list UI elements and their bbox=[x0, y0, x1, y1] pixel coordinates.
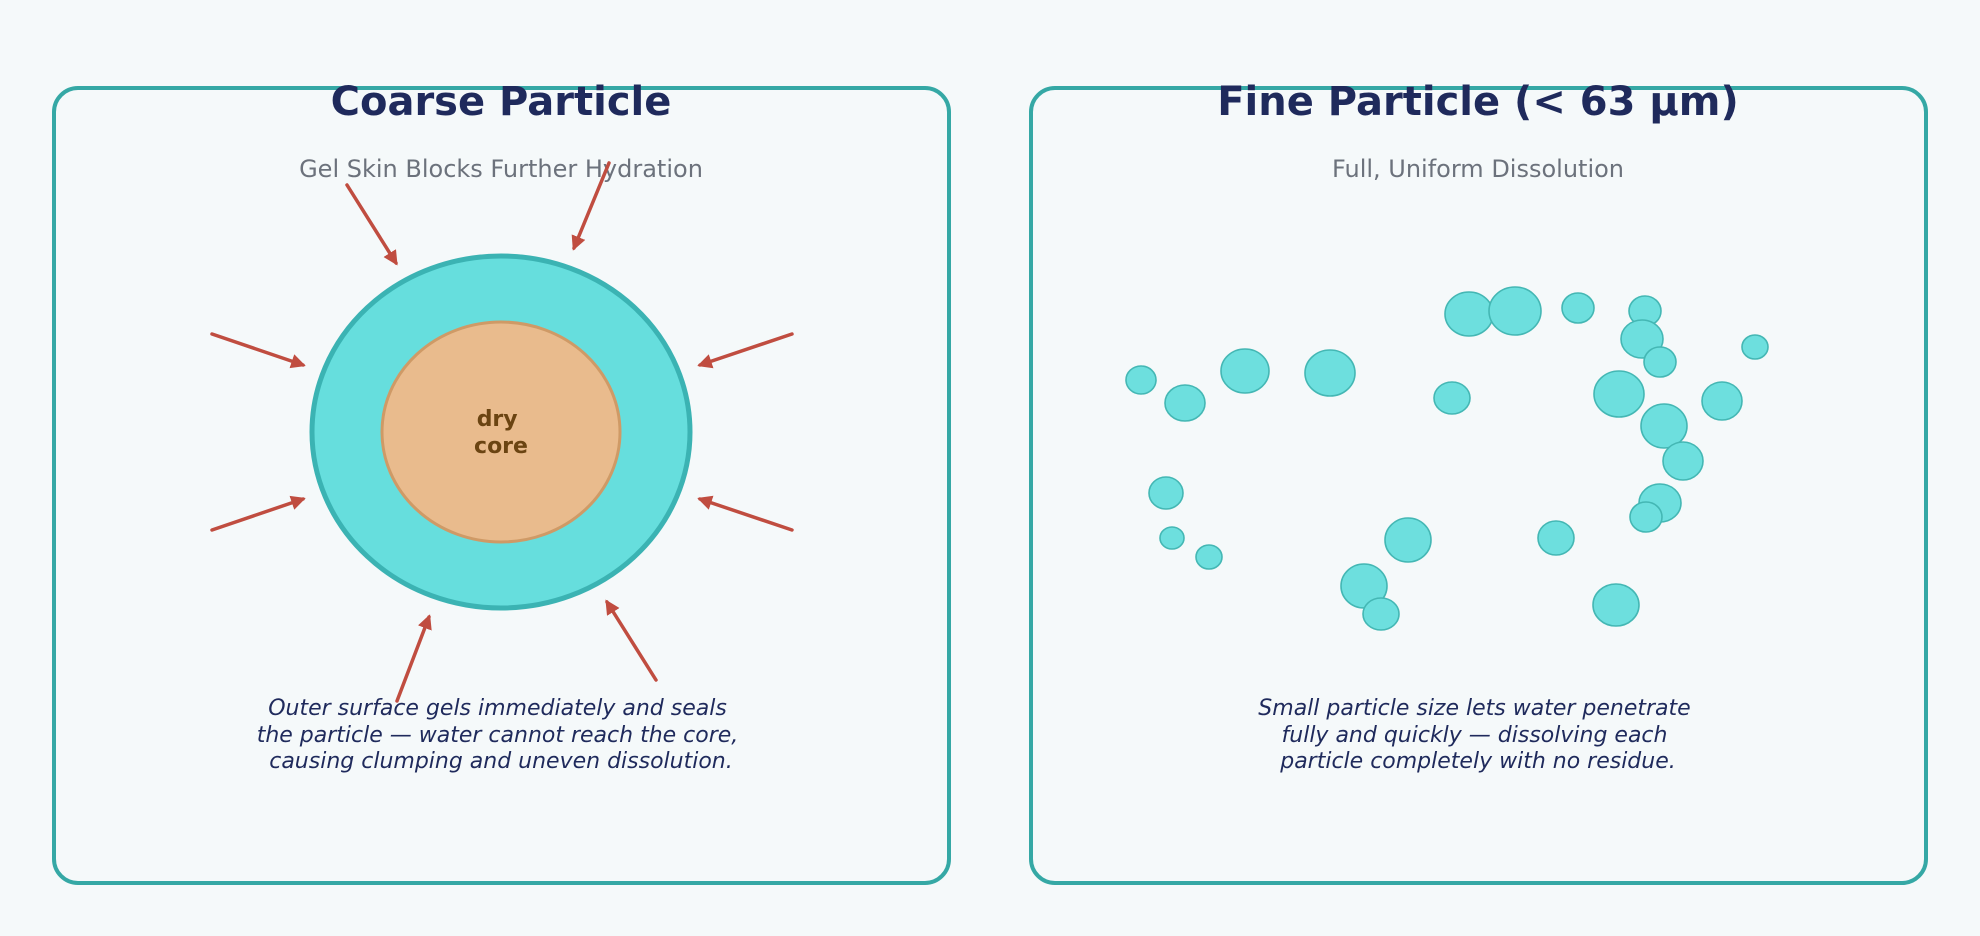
coarse-panel-title: Coarse Particle bbox=[331, 79, 672, 125]
coarse-panel-caption: Outer surface gels immediately and seals… bbox=[257, 696, 746, 774]
fine-particle bbox=[1537, 520, 1575, 556]
fine-particle bbox=[1195, 544, 1223, 570]
fine-particle bbox=[1384, 517, 1432, 563]
coarse-particle-panel: Coarse Particle Gel Skin Blocks Further … bbox=[52, 79, 951, 885]
fine-panel-caption: Small particle size lets water penetrate… bbox=[1258, 696, 1697, 774]
fine-particle bbox=[1592, 583, 1640, 627]
fine-panel-subtitle: Full, Uniform Dissolution bbox=[1332, 155, 1624, 183]
fine-panel-title: Fine Particle (< 63 µm) bbox=[1217, 79, 1739, 125]
fine-particle bbox=[1304, 349, 1356, 397]
fine-particle bbox=[1640, 403, 1688, 449]
water-arrow-top-left bbox=[345, 183, 398, 266]
fine-particle bbox=[1741, 334, 1769, 360]
water-arrow-lower-left bbox=[210, 495, 306, 532]
coarse-caption-line-1: Outer surface gels immediately and seals bbox=[268, 696, 727, 721]
fine-particle-cluster bbox=[1125, 286, 1769, 631]
water-arrow-lower-right bbox=[697, 495, 794, 532]
coarse-caption-line-3: causing clumping and uneven dissolution. bbox=[269, 749, 733, 774]
water-arrow-upper-right bbox=[697, 332, 794, 369]
water-arrow-bottom-right bbox=[605, 599, 658, 682]
fine-particle bbox=[1561, 292, 1595, 324]
fine-particle bbox=[1159, 526, 1185, 550]
water-arrow-bottom-left bbox=[395, 614, 432, 703]
dry-core bbox=[380, 320, 622, 544]
fine-particle bbox=[1488, 286, 1542, 336]
fine-particle bbox=[1125, 365, 1157, 395]
fine-caption-line-3: particle completely with no residue. bbox=[1279, 749, 1676, 774]
fine-particle bbox=[1444, 291, 1494, 337]
core-label-line-2: core bbox=[474, 434, 528, 459]
fine-particle bbox=[1220, 348, 1270, 394]
core-label-line-1: dry bbox=[477, 407, 518, 432]
fine-particle bbox=[1362, 597, 1400, 631]
fine-particle bbox=[1148, 476, 1184, 510]
fine-particle bbox=[1629, 501, 1663, 533]
water-arrow-upper-left bbox=[210, 332, 306, 369]
fine-particle bbox=[1164, 384, 1206, 422]
fine-particle bbox=[1593, 370, 1645, 418]
fine-particle-panel: Fine Particle (< 63 µm) Full, Uniform Di… bbox=[1029, 79, 1928, 885]
coarse-caption-line-2: the particle — water cannot reach the co… bbox=[257, 723, 739, 748]
fine-caption-line-1: Small particle size lets water penetrate bbox=[1258, 696, 1690, 721]
dry-core-label: dry core bbox=[474, 407, 528, 459]
fine-particle bbox=[1433, 381, 1471, 415]
coarse-panel-subtitle: Gel Skin Blocks Further Hydration bbox=[299, 155, 703, 183]
fine-caption-line-2: fully and quickly — dissolving each bbox=[1282, 723, 1668, 748]
fine-particle bbox=[1643, 346, 1677, 378]
fine-particle bbox=[1662, 441, 1704, 481]
fine-panel-frame bbox=[1029, 86, 1928, 885]
water-arrow-top-right bbox=[571, 161, 611, 251]
fine-particle bbox=[1701, 381, 1743, 421]
